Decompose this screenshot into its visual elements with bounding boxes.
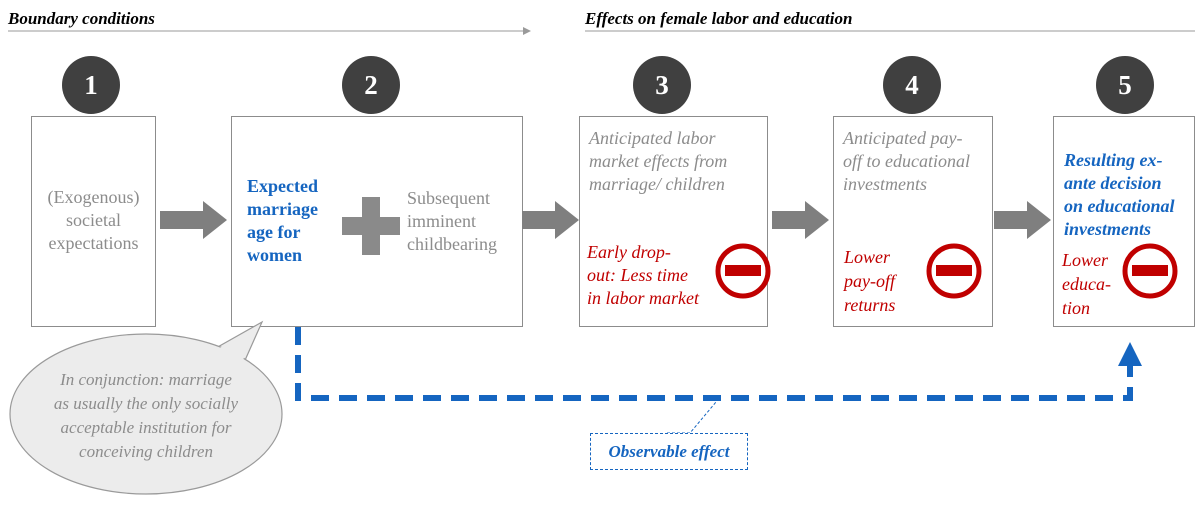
box5-effect-text: Lower educa- tion xyxy=(1062,250,1111,318)
header-rules xyxy=(8,27,1195,35)
minus-circle-icon xyxy=(715,243,771,299)
box3-top-text: Anticipated labor market effects from ma… xyxy=(589,128,728,194)
box4-top-text: Anticipated pay- off to educational inve… xyxy=(843,128,970,194)
right-arrow-icon xyxy=(160,201,227,239)
observable-effect-callout: Observable effect xyxy=(590,433,748,470)
bubble-text: In conjunction: marriage as usually the … xyxy=(53,370,239,461)
box-marriage-age: Expected marriage age for women Subseque… xyxy=(231,116,523,327)
step-badge-1: 1 xyxy=(62,56,120,114)
header-arrow-icon xyxy=(523,27,531,35)
right-arrow-icon xyxy=(522,201,579,239)
header-boundary-conditions: Boundary conditions xyxy=(8,9,155,28)
up-arrow-icon xyxy=(1118,342,1142,366)
box-societal-expectations: (Exogenous) societal expectations xyxy=(31,116,156,327)
speech-bubble xyxy=(9,320,283,495)
minus-circle-icon xyxy=(1122,243,1178,299)
right-arrow-icon xyxy=(772,201,829,239)
box3-effect-text: Early drop- out: Less time in labor mark… xyxy=(587,242,699,308)
box4-effect-text: Lower pay-off returns xyxy=(844,247,896,315)
step-badge-5: 5 xyxy=(1096,56,1154,114)
header-effects: Effects on female labor and education xyxy=(585,9,853,28)
step-badge-4: 4 xyxy=(883,56,941,114)
step-badge-2: 2 xyxy=(342,56,400,114)
observable-effect-path xyxy=(295,327,1142,434)
box2-secondary-text: Subsequent imminent childbearing xyxy=(407,188,497,254)
box5-top-text: Resulting ex- ante decision on education… xyxy=(1064,150,1175,239)
step-badge-3: 3 xyxy=(633,56,691,114)
plus-icon xyxy=(342,197,400,255)
box1-text: (Exogenous) societal expectations xyxy=(47,187,140,253)
minus-circle-icon xyxy=(926,243,982,299)
right-arrow-icon xyxy=(994,201,1051,239)
box2-main-text: Expected marriage age for women xyxy=(247,176,318,265)
box-educational-decision: Resulting ex- ante decision on education… xyxy=(1053,116,1195,327)
